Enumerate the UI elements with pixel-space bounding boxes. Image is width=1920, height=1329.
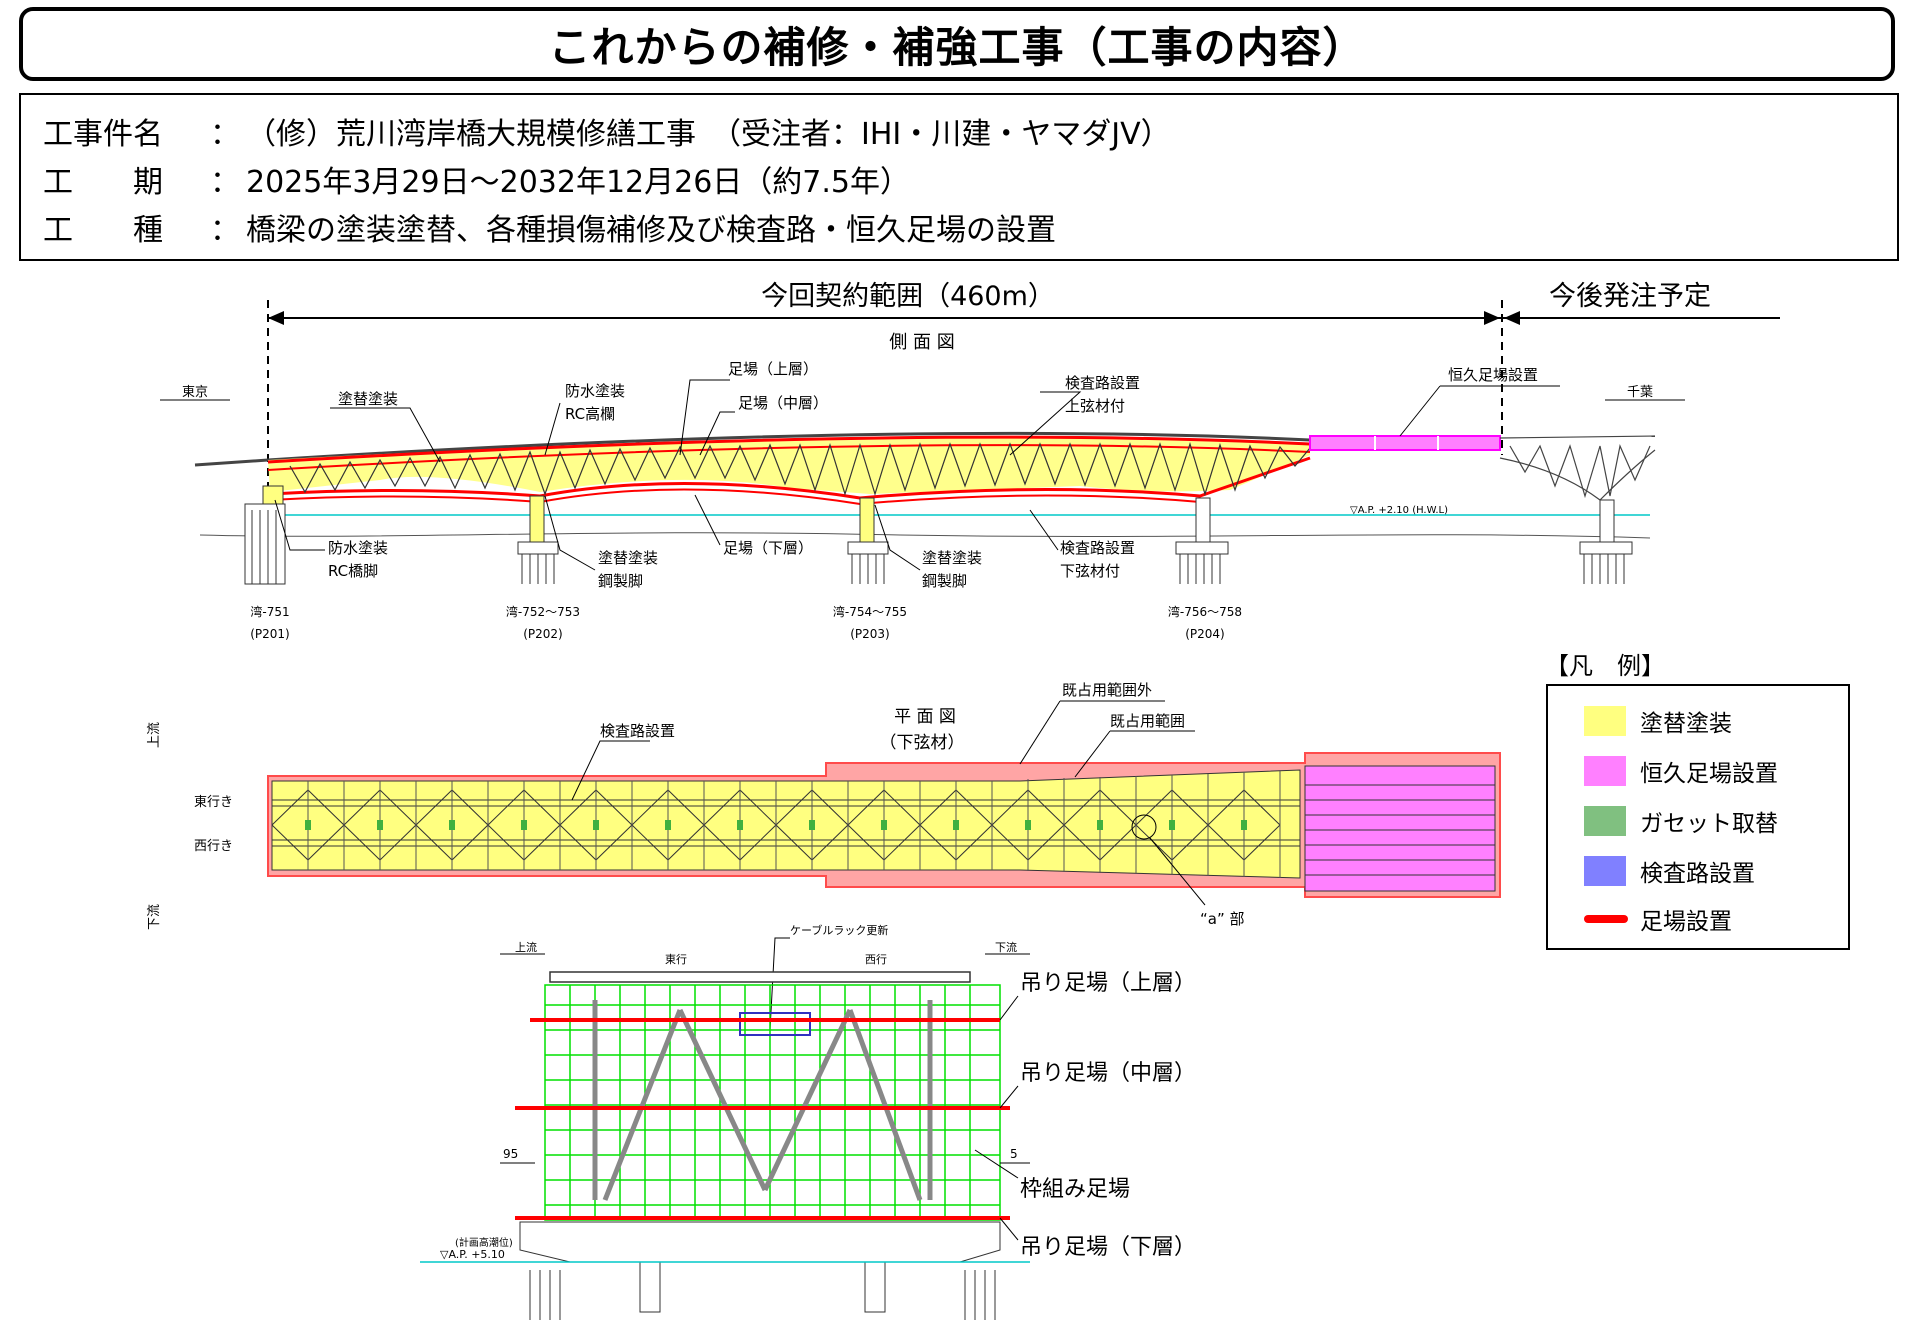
info-row-name: 工事件名 ：（修）荒川湾岸橋大規模修繕工事 （受注者：IHI・川建・ヤマダJV） <box>43 109 1171 153</box>
pier-p202 <box>517 495 559 584</box>
info-colon: ： <box>210 117 240 152</box>
annot-steel-pier-p202: 鋼製脚 <box>598 572 643 590</box>
legend-item-paint: 塗替塗装 <box>1584 704 1732 738</box>
pier-future <box>1579 499 1633 584</box>
section-view: 上流 下流 東行 西行 ケーブルラック更新 <box>420 923 1196 1320</box>
annot-scaffold-upper: 足場（上層） <box>728 360 818 378</box>
info-colon: ： <box>210 213 240 248</box>
info-value: （修）荒川湾岸橋大規模修繕工事 （受注者：IHI・川建・ヤマダJV） <box>246 117 1171 152</box>
pier-sub-label: (P204) <box>1185 627 1225 641</box>
part-a-label: “a” 部 <box>1200 910 1245 928</box>
annot-scaffold-lower: 足場（下層） <box>723 539 813 557</box>
hang-middle-label: 吊り足場（中層） <box>1020 1061 1196 1086</box>
annot-permanent-scaffold: 恒久足場設置 <box>1448 366 1538 384</box>
page-title: これからの補修・補強工事（工事の内容） <box>548 22 1366 72</box>
dir-right-label: 千葉 <box>1627 385 1653 400</box>
pier-p204 <box>1175 497 1229 584</box>
pier-sub-label: (P203) <box>850 627 890 641</box>
annot-rc-railing: RC高欄 <box>565 405 615 423</box>
legend-swatch <box>1584 856 1626 886</box>
section-upstream: 上流 <box>515 940 537 954</box>
annot-upper-chord: 上弦材付 <box>1065 397 1125 415</box>
upstream-label: 上流 <box>147 722 162 748</box>
pier-sub-label: (P201) <box>250 627 290 641</box>
section-east: 東行 <box>665 953 687 966</box>
hang-lower-label: 吊り足場（下層） <box>1020 1235 1196 1260</box>
pier-label: 湾-751 <box>250 604 289 619</box>
pier-label: 湾-756～758 <box>1168 604 1242 619</box>
water-level-label: ▽A.P. +2.10 (H.W.L) <box>1350 505 1448 516</box>
legend-swatch <box>1584 806 1626 836</box>
legend-label: 塗替塗装 <box>1640 711 1732 737</box>
info-label: 工 期 <box>43 165 163 200</box>
dim-left: 95 <box>503 1147 518 1161</box>
annot-waterproof-top: 防水塗装 <box>565 382 625 400</box>
bridge-diagram: 今回契約範囲（460m） 今後発注予定 側 面 図 東京 千葉 ▽A.P. +2… <box>147 281 1780 1320</box>
westbound-label: 西行き <box>194 839 233 854</box>
plan-inspection-label: 検査路設置 <box>600 722 675 740</box>
pier-sub-label: (P202) <box>523 627 563 641</box>
plan-view: 平 面 図 （下弦材） 上流 下流 東行き 西行き <box>147 681 1501 930</box>
info-label: 工 種 <box>43 213 163 248</box>
annot-repaint-top: 塗替塗装 <box>338 390 398 408</box>
cable-rack-label: ケーブルラック更新 <box>790 923 888 937</box>
range-label: 今回契約範囲（460m） <box>761 281 1055 312</box>
info-box: 工事件名：（修）荒川湾岸橋大規模修繕工事 （受注者：IHI・川建・ヤマダJV） … <box>19 93 1899 261</box>
legend-label: 足場設置 <box>1640 909 1732 935</box>
legend-label: ガセット取替 <box>1640 811 1778 837</box>
pier-p201 <box>244 485 286 585</box>
occupancy-label: 既占用範囲 <box>1110 712 1185 730</box>
pier-label: 湾-754～755 <box>833 604 907 619</box>
downstream-label: 下流 <box>147 904 162 930</box>
annot-lower-chord: 下弦材付 <box>1060 562 1120 580</box>
legend-item-scaffold: 足場設置 <box>1584 902 1732 936</box>
eastbound-label: 東行き <box>194 794 233 810</box>
outside-occupancy-label: 既占用範囲外 <box>1062 681 1152 699</box>
annot-waterproof-bottom: 防水塗装 <box>328 539 388 557</box>
plan-view-title: 平 面 図 <box>894 707 956 727</box>
side-view: 今回契約範囲（460m） 今後発注予定 側 面 図 東京 千葉 ▽A.P. +2… <box>160 281 1780 641</box>
annot-inspection-top: 検査路設置 <box>1065 374 1140 392</box>
annot-rc-pier: RC橋脚 <box>328 562 378 580</box>
annot-repaint-p202: 塗替塗装 <box>598 549 658 567</box>
info-value: 2025年3月29日～2032年12月26日（約7.5年） <box>246 165 911 200</box>
legend-item-gusset: ガセット取替 <box>1584 804 1778 838</box>
dir-left-label: 東京 <box>182 384 208 400</box>
annot-steel-pier-p203: 鋼製脚 <box>922 572 967 590</box>
tide-label: (計画高潮位) <box>455 1236 513 1249</box>
frame-label: 枠組み足場 <box>1020 1177 1130 1202</box>
info-value: 橋梁の塗装塗替、各種損傷補修及び検査路・恒久足場の設置 <box>246 213 1056 248</box>
tide-value: ▽A.P. +5.10 <box>440 1248 505 1261</box>
dim-right: 5 <box>1010 1147 1018 1161</box>
legend-item-permanent: 恒久足場設置 <box>1584 754 1778 788</box>
pier-p203 <box>847 497 889 584</box>
future-label: 今後発注予定 <box>1549 281 1711 312</box>
pier-label: 湾-752～753 <box>506 604 580 619</box>
side-view-title: 側 面 図 <box>889 332 954 353</box>
info-row-period: 工 期 ：2025年3月29日～2032年12月26日（約7.5年） <box>43 157 910 201</box>
hang-upper-label: 吊り足場（上層） <box>1020 971 1196 996</box>
info-row-type: 工 種 ：橋梁の塗装塗替、各種損傷補修及び検査路・恒久足場の設置 <box>43 205 1056 249</box>
annot-scaffold-middle: 足場（中層） <box>738 394 828 412</box>
legend-label: 恒久足場設置 <box>1640 761 1778 787</box>
legend-swatch <box>1584 706 1626 736</box>
legend-line <box>1584 915 1628 923</box>
legend: 塗替塗装 恒久足場設置 ガセット取替 検査路設置 足場設置 <box>1546 684 1850 950</box>
info-colon: ： <box>210 165 240 200</box>
legend-label: 検査路設置 <box>1640 861 1755 887</box>
plan-view-subtitle: （下弦材） <box>880 733 965 753</box>
section-west: 西行 <box>865 953 887 966</box>
info-label: 工事件名 <box>43 117 163 152</box>
legend-item-inspection: 検査路設置 <box>1584 854 1755 888</box>
title-box: これからの補修・補強工事（工事の内容） <box>19 7 1895 81</box>
legend-swatch <box>1584 756 1626 786</box>
annot-inspection-bottom: 検査路設置 <box>1060 539 1135 557</box>
section-downstream: 下流 <box>995 940 1017 954</box>
annot-repaint-p203: 塗替塗装 <box>922 549 982 567</box>
legend-title: 【凡 例】 <box>1545 652 1665 680</box>
